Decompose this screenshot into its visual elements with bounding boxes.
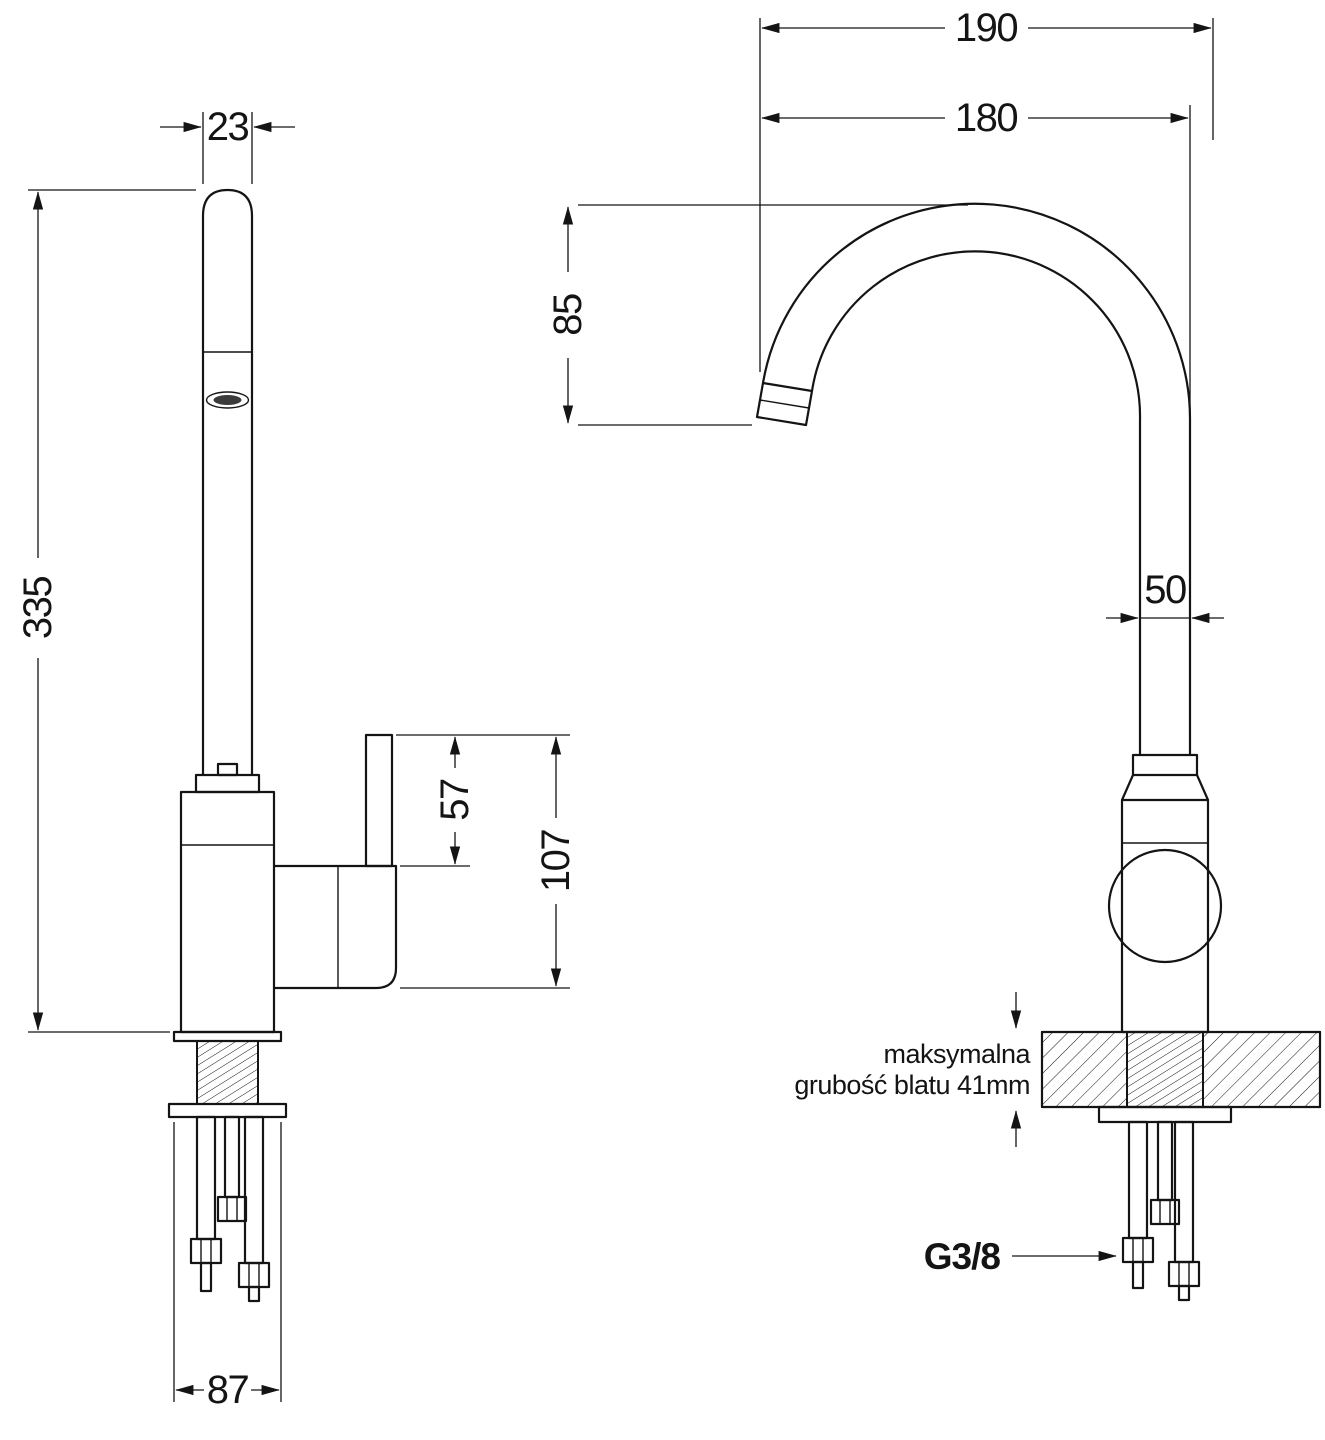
gooseneck-outer [761, 202, 1192, 755]
supply-hose-right [237, 1115, 271, 1303]
dim-label-spout-reach: 180 [955, 96, 1017, 140]
counter-note-line1: maksymalna [883, 1039, 1031, 1069]
mounting-stud [216, 1115, 248, 1223]
shank-through-counter [1126, 1031, 1204, 1108]
collar [194, 773, 261, 794]
countertop [1040, 1030, 1322, 1109]
dimension-labels: 23 335 57 107 87 190 180 85 50 maksymaln… [16, 6, 1187, 1412]
neck-ring [1131, 753, 1199, 777]
supply-hose-front-right [1167, 1120, 1201, 1302]
dim-label-pipe-width: 50 [1144, 568, 1186, 612]
supply-hose-front-left [1121, 1120, 1155, 1290]
side-view [167, 188, 398, 1303]
dim-label-spout-drop: 85 [546, 294, 590, 336]
aerator-icon [205, 391, 250, 409]
stud-nut [1149, 1198, 1181, 1226]
thread-size-label: G3/8 [924, 1236, 1001, 1277]
tip-seam [759, 399, 810, 409]
front-dimensions [562, 18, 1224, 1262]
threaded-shank [196, 1040, 259, 1105]
dim-label-spout-width: 23 [207, 105, 249, 149]
spout-tip [755, 381, 814, 427]
aerator-mesh [213, 395, 242, 405]
hose-nut [189, 1237, 223, 1265]
dim-label-handle-height: 57 [433, 779, 477, 821]
dim-label-overall-width: 190 [955, 6, 1017, 50]
collar-button [216, 762, 239, 777]
supply-hose-left [189, 1115, 223, 1293]
mounting-washer-front [1097, 1105, 1233, 1124]
side-dimensions [28, 112, 570, 1402]
mounting-stud-front [1149, 1120, 1181, 1226]
mounting-washer [167, 1102, 288, 1119]
hose-nut [1121, 1236, 1155, 1264]
handle-housing [274, 864, 398, 990]
faucet-body [179, 790, 276, 1034]
spout-pipe [201, 188, 254, 775]
neck-taper [1120, 774, 1210, 801]
gooseneck-inner [810, 250, 1142, 755]
hose-nut [1167, 1260, 1201, 1288]
dim-label-body-height: 107 [534, 830, 578, 892]
handle-knob [1107, 848, 1223, 964]
counter-note-line2: grubość blatu 41mm [794, 1070, 1030, 1100]
dim-label-total-height: 335 [16, 577, 60, 639]
base-flange [172, 1030, 283, 1043]
front-body [1120, 798, 1210, 1034]
stud-nut [216, 1195, 248, 1223]
hose-nut [237, 1261, 271, 1289]
handle-lever [364, 733, 394, 868]
front-view [755, 202, 1322, 1302]
dim-label-base-width: 87 [207, 1368, 249, 1412]
